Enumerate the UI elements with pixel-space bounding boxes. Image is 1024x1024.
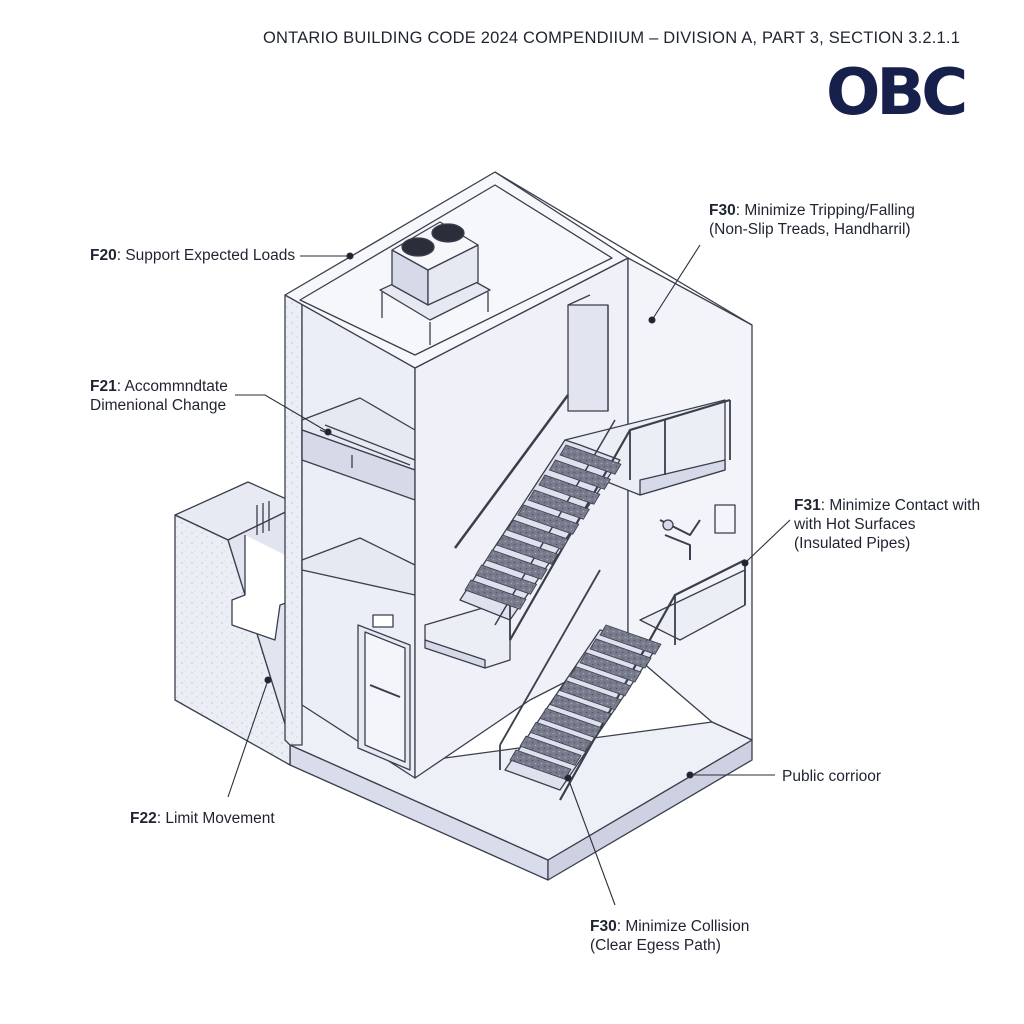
callout-f30-top-code: F30 xyxy=(709,202,736,219)
stair-tread xyxy=(464,579,527,610)
stair-tread xyxy=(496,534,559,565)
leader-f31 xyxy=(744,519,791,564)
stair-tread xyxy=(538,474,601,505)
stair-tread xyxy=(599,624,662,655)
wall-handrail xyxy=(453,394,570,549)
callout-f30-bottom-code: F30 xyxy=(590,918,617,935)
callout-f21-line2: Dimenional Change xyxy=(90,397,227,414)
callout-f30-bottom-line1: : Minimize Collision xyxy=(616,918,750,935)
upper-door xyxy=(567,304,609,412)
steel-channel xyxy=(319,424,416,468)
exit-sign xyxy=(372,614,394,628)
electrical-panel xyxy=(714,504,736,534)
roof-parapet xyxy=(299,184,613,356)
callout-f31-line3: (Insulated Pipes) xyxy=(794,535,911,552)
right-back-wall xyxy=(627,257,753,741)
leader-f30-top xyxy=(651,244,701,321)
stair-tread xyxy=(569,666,632,697)
tower-left-wall xyxy=(284,294,303,746)
stair-tread xyxy=(517,504,580,535)
upper-stair-treads xyxy=(464,444,622,610)
lower-landing-edge xyxy=(424,639,486,669)
stair-tread xyxy=(559,444,622,475)
callout-f20-code: F20 xyxy=(90,247,117,264)
callout-f31-code: F31 xyxy=(794,497,821,514)
document-header: ONTARIO BUILDING CODE 2024 COMPENDIIUM –… xyxy=(263,29,961,47)
stair-tread xyxy=(529,721,592,752)
callout-public-corridor: Public corrioor xyxy=(782,768,882,785)
stair-tread xyxy=(485,549,548,580)
stair-tread xyxy=(539,707,602,739)
callout-f22-code: F22 xyxy=(130,810,157,827)
callout-f22-text: : Limit Movement xyxy=(156,810,275,827)
callout-f30-bottom-line2: (Clear Egess Path) xyxy=(590,937,721,954)
lower-stair-treads xyxy=(509,624,662,780)
retaining-wall-front xyxy=(174,514,291,766)
stair-tread xyxy=(474,564,538,595)
stair-tread xyxy=(579,652,642,683)
ac-fan-right xyxy=(431,223,465,243)
stair-tread xyxy=(548,459,612,490)
callout-f31: F31: Minimize Contact with with Hot Surf… xyxy=(794,496,980,553)
stair-tread xyxy=(559,680,622,711)
stair-tread xyxy=(519,735,582,766)
ac-fan-left xyxy=(401,237,435,257)
stair-tread xyxy=(506,519,569,550)
leader-f30-bottom xyxy=(567,777,616,906)
callout-f20-text: : Support Expected Loads xyxy=(116,247,296,264)
callout-f30-bottom: F30: Minimize Collision (Clear Egess Pat… xyxy=(590,917,749,955)
callout-f21-line1: : Accommndtate xyxy=(116,378,228,395)
leader-f22 xyxy=(227,679,269,798)
callout-f20: F20: Support Expected Loads xyxy=(90,246,295,265)
callout-f30-top-line2: (Non-Slip Treads, Handharril) xyxy=(709,221,911,238)
panic-bar xyxy=(369,684,401,698)
stair-tread xyxy=(549,693,612,725)
stair-tread xyxy=(589,638,652,669)
callout-f30-top: F30: Minimize Tripping/Falling (Non-Slip… xyxy=(709,201,915,239)
stair-tread xyxy=(509,749,572,780)
stair-tread xyxy=(527,489,590,520)
callout-f21-code: F21 xyxy=(90,378,117,395)
upper-landing-edge xyxy=(639,459,726,496)
callout-f22: F22: Limit Movement xyxy=(130,809,275,828)
callout-f21: F21: Accommndtate Dimenional Change xyxy=(90,377,228,415)
obc-logo: OBC xyxy=(826,56,968,130)
callout-f30-top-line1: : Minimize Tripping/Falling xyxy=(735,202,915,219)
callout-f31-line1: : Minimize Contact with xyxy=(820,497,981,514)
ground-door xyxy=(364,631,406,763)
callout-f31-line2: with Hot Surfaces xyxy=(794,516,916,533)
leader-f21 xyxy=(235,394,329,433)
